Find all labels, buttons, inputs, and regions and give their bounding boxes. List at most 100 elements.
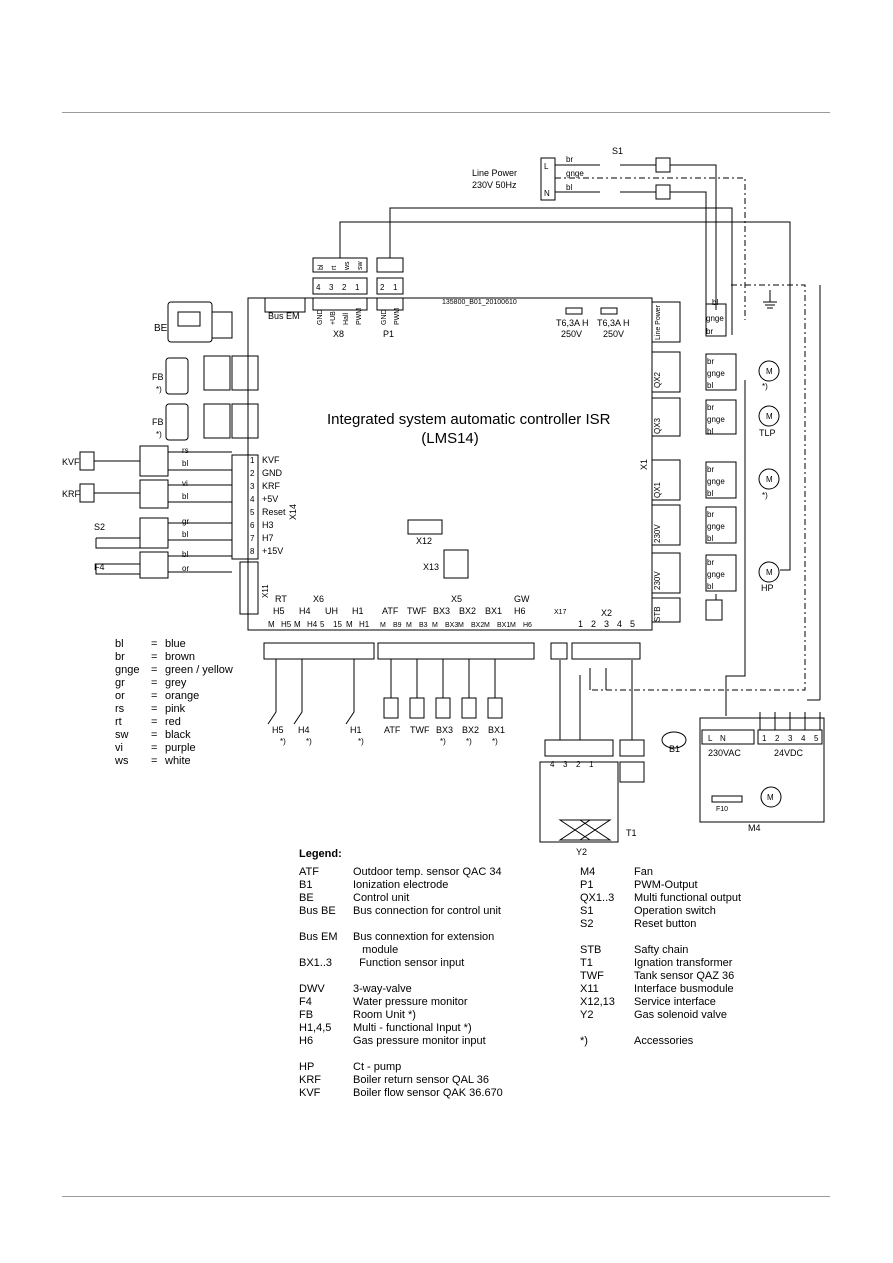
wire-br-r1: br [706,327,713,336]
bottom-sensor-label: H4 [298,725,310,735]
wire-vi: vi [182,479,188,488]
color-meaning: black [165,729,191,741]
accessory-mark: *) [306,737,312,746]
legend-code [299,1048,353,1061]
accessory-mark: *) [466,737,472,746]
x8-pin-num: 3 [329,283,334,292]
bus-em-grille [264,297,306,313]
legend-text: Ionization electrode [353,879,449,891]
x2-pin: 2 [591,619,596,629]
legend-text: Tank sensor QAZ 36 [634,970,735,982]
legend-row [299,1048,503,1061]
x14-pin-num: 1 [250,456,255,465]
m4-term-N: N [720,734,726,743]
motor-symbol: M [766,412,773,421]
x13-box [443,549,469,579]
x8-signal: GND [317,309,324,325]
color-code: vi [115,742,123,754]
equals-sign: = [151,703,158,715]
equals-sign: = [151,638,158,650]
f4-label: F4 [94,562,105,572]
y2-term: 2 [576,760,581,769]
x8-wire-color: bl [318,264,325,270]
x5-pin: M [432,622,438,629]
color-legend-row: gr=grey [115,677,233,690]
legend-text: Multi - functional Input *) [353,1022,472,1034]
right-block-label: STB [653,606,662,622]
legend-row: BE Control unit [299,892,503,905]
legend-text: Control unit [353,892,410,904]
x6-head: UH [325,606,338,616]
motor-symbol: M [766,475,773,484]
motor-symbol: M [766,568,773,577]
wire-br: br [707,403,714,412]
krf-label: KRF [62,489,81,499]
color-code: rs [115,703,125,715]
legend-code: X12,13 [580,996,615,1008]
bottom-sensor-label: H5 [272,725,284,735]
legend-code: BE [299,892,314,904]
legend-code: ATF [299,866,319,878]
equals-sign: = [151,729,158,741]
legend-text: Water pressure monitor [353,996,468,1008]
legend-text: Room Unit *) [353,1009,416,1021]
x12-box [407,519,443,535]
x6-label: X6 [313,594,324,604]
x5-pin: H6 [523,622,532,629]
wire-gnge-r1: gnge [706,314,724,323]
legend-text: Ignation transformer [634,957,733,969]
x6-pin: M [294,620,301,629]
x14-terminal [231,454,259,560]
legend-code [299,944,353,957]
m4-term: 3 [788,734,793,743]
fuse-2 [600,307,618,315]
wire-bl-f4: bl [182,550,188,559]
x14-pin-num: 8 [250,547,255,556]
x5-pin: M [380,622,386,629]
b1-label: B1 [669,744,680,754]
v24dc: 24VDC [774,748,804,758]
acc-fb-1: *) [156,385,162,394]
s1-label: S1 [612,146,623,156]
x17-label: X17 [554,609,567,616]
top-rule [62,112,830,113]
x8-pin-num: 1 [355,283,360,292]
accessory-mark: *) [492,737,498,746]
x5-pin: M [458,622,464,629]
equals-sign: = [151,716,158,728]
wire-gnge: gnge [707,522,725,531]
equals-sign: = [151,677,158,689]
color-legend-row: rs=pink [115,703,233,716]
s2-label: S2 [94,522,105,532]
wire-gnge-lp: gnge [566,169,584,178]
p1-pin-num: 1 [393,283,398,292]
color-legend-row: vi=purple [115,742,233,755]
x6-pin: M [268,620,275,629]
legend-row: BX1..3 Function sensor input [299,957,503,970]
m4-m: M [767,793,774,802]
legend-title: Legend: [299,848,342,860]
line-power-label: Line Power [472,168,517,178]
color-code: ws [115,755,129,767]
legend-code: F4 [299,996,312,1008]
legend-row [299,970,503,983]
fb-label-1: FB [152,372,164,382]
wire-bl: bl [707,534,713,543]
x14-pin-label: Reset [262,507,286,517]
fuse-1 [565,307,583,315]
color-meaning: orange [165,690,200,702]
equals-sign: = [151,690,158,702]
wire-br-lp: br [566,155,573,164]
x5-head: GW [514,594,530,604]
accessory-mark: *) [280,737,286,746]
x11-label: X11 [261,584,270,598]
m4-term-L: L [708,734,713,743]
wire-bl-lp: bl [566,183,572,192]
legend-row: *)Accessories [580,1035,741,1048]
fuse1-label: T6,3A H [556,318,589,328]
controller-title: Integrated system automatic controller I… [327,411,611,428]
y2-label: Y2 [576,847,587,857]
